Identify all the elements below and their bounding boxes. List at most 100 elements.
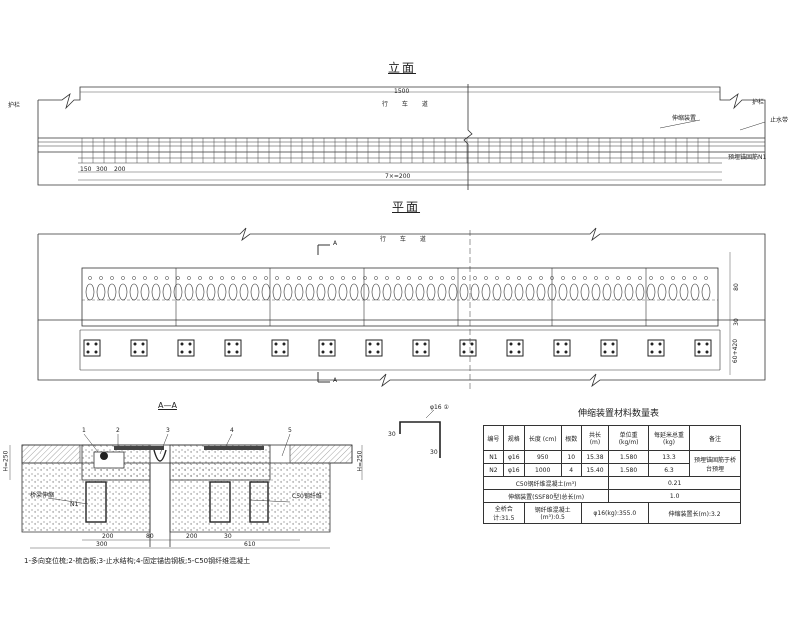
anchor-bolt — [564, 350, 568, 354]
anchor-bolt — [650, 350, 654, 354]
plan-dim-right-3: 60+420 — [732, 338, 740, 364]
cell: 15.40 — [580, 463, 610, 477]
anchor-bolt — [517, 342, 521, 346]
anchor-bolt — [509, 342, 513, 346]
comb-tooth — [129, 283, 139, 301]
section-left-label: 桥梁伸缩 — [30, 492, 55, 499]
anchor-plate — [224, 339, 242, 357]
comb-tooth — [404, 283, 414, 301]
tooth-bolt — [704, 276, 708, 280]
th-weight-per-m: 每延米总重 (kg) — [647, 425, 691, 451]
tooth-bolt — [165, 276, 169, 280]
anchor-bolt — [368, 350, 372, 354]
tooth-bolt — [154, 276, 158, 280]
comb-tooth — [206, 283, 216, 301]
anchor-bolt — [376, 342, 380, 346]
section-left-label-2: N1 — [70, 501, 79, 508]
anchor-bolt — [180, 342, 184, 346]
tooth-bolt — [176, 276, 180, 280]
comb-tooth — [514, 283, 524, 301]
section-title: A—A — [158, 401, 177, 410]
anchor-plate — [694, 339, 712, 357]
section-part-4: 4 — [230, 427, 234, 434]
comb-tooth — [679, 283, 689, 301]
anchor-bolt — [235, 342, 239, 346]
tooth-bolt — [143, 276, 147, 280]
tooth-bolt — [462, 276, 466, 280]
anchor-bolt — [697, 342, 701, 346]
concrete-value: 0.21 — [608, 476, 741, 490]
table-row: 伸缩装置(SSF80型)总长(m) 1.0 — [482, 489, 741, 503]
comb-tooth — [580, 283, 590, 301]
section-dim-200-left: 200 — [102, 533, 114, 540]
comb-tooth — [140, 283, 150, 301]
cell: 1000 — [523, 463, 562, 477]
anchor-bolt — [133, 342, 137, 346]
elevation-comb-teeth — [81, 138, 710, 163]
anchor-bolt — [423, 350, 427, 354]
anchor-bolt — [650, 342, 654, 346]
tooth-bolt — [242, 276, 246, 280]
table-row: N1 φ16 950 10 15.38 1.580 13.3 预埋锚固筋于桥台预… — [483, 450, 741, 477]
tooth-bolt — [484, 276, 488, 280]
table-footer-row: 全桥合计:31.5 钢纤维混凝土(m³):0.5 φ16(kg):355.0 伸… — [483, 502, 742, 524]
cell: 15.38 — [580, 450, 610, 464]
anchor-bolt — [227, 342, 231, 346]
tooth-bolt — [506, 276, 510, 280]
anchor-bolt — [274, 342, 278, 346]
tooth-bolt — [440, 276, 444, 280]
tooth-bolt — [539, 276, 543, 280]
cell: 6.3 — [647, 463, 691, 477]
comb-tooth — [360, 283, 370, 301]
cell: φ16 — [502, 463, 525, 477]
tooth-bolt — [385, 276, 389, 280]
comb-tooth — [294, 283, 304, 301]
tooth-bolt — [374, 276, 378, 280]
comb-tooth — [602, 283, 612, 301]
tooth-bolt — [627, 276, 631, 280]
anchor-bolt — [470, 342, 474, 346]
anchor-plate — [412, 339, 430, 357]
anchor-plate — [600, 339, 618, 357]
section-dim-80: 80 — [146, 533, 154, 540]
tooth-bolt — [528, 276, 532, 280]
tooth-bolt — [451, 276, 455, 280]
anchor-bolt — [141, 350, 145, 354]
table-row: N2 φ16 1000 4 15.40 1.580 6.3 — [483, 463, 741, 477]
anchor-bolt — [282, 342, 286, 346]
comb-tooth — [217, 283, 227, 301]
comb-tooth — [558, 283, 568, 301]
tooth-bolt — [308, 276, 312, 280]
plan-section-mark-top: A — [333, 240, 338, 247]
anchor-bolt — [462, 350, 466, 354]
comb-tooth — [316, 283, 326, 301]
tooth-bolt — [275, 276, 279, 280]
tooth-bolt — [209, 276, 213, 280]
anchor-bolt — [329, 350, 333, 354]
elevation-outline — [37, 86, 766, 186]
tooth-bolt — [363, 276, 367, 280]
tooth-bolt — [220, 276, 224, 280]
th-number: 编号 — [483, 425, 504, 451]
tooth-bolt — [88, 276, 92, 280]
cell: 13.3 — [647, 450, 691, 464]
section-part-2: 2 — [116, 427, 120, 434]
anchor-bolt — [611, 342, 615, 346]
anchor-bolt — [133, 350, 137, 354]
elevation-drawing — [37, 84, 766, 190]
cell: φ16 — [502, 450, 525, 464]
tooth-bolt — [352, 276, 356, 280]
comb-tooth — [272, 283, 282, 301]
comb-tooth — [448, 283, 458, 301]
section-dim-left-total: 300 — [96, 541, 108, 548]
anchor-plate — [647, 339, 665, 357]
section-drawing — [9, 433, 363, 549]
tooth-bolt — [341, 276, 345, 280]
anchor-bolt — [697, 350, 701, 354]
comb-tooth — [305, 283, 315, 301]
comb-tooth — [701, 283, 711, 301]
comb-tooth — [250, 283, 260, 301]
tooth-bolt — [121, 276, 125, 280]
th-unit-weight: 单位重 (kg/m) — [608, 425, 649, 451]
anchor-plate — [365, 339, 383, 357]
